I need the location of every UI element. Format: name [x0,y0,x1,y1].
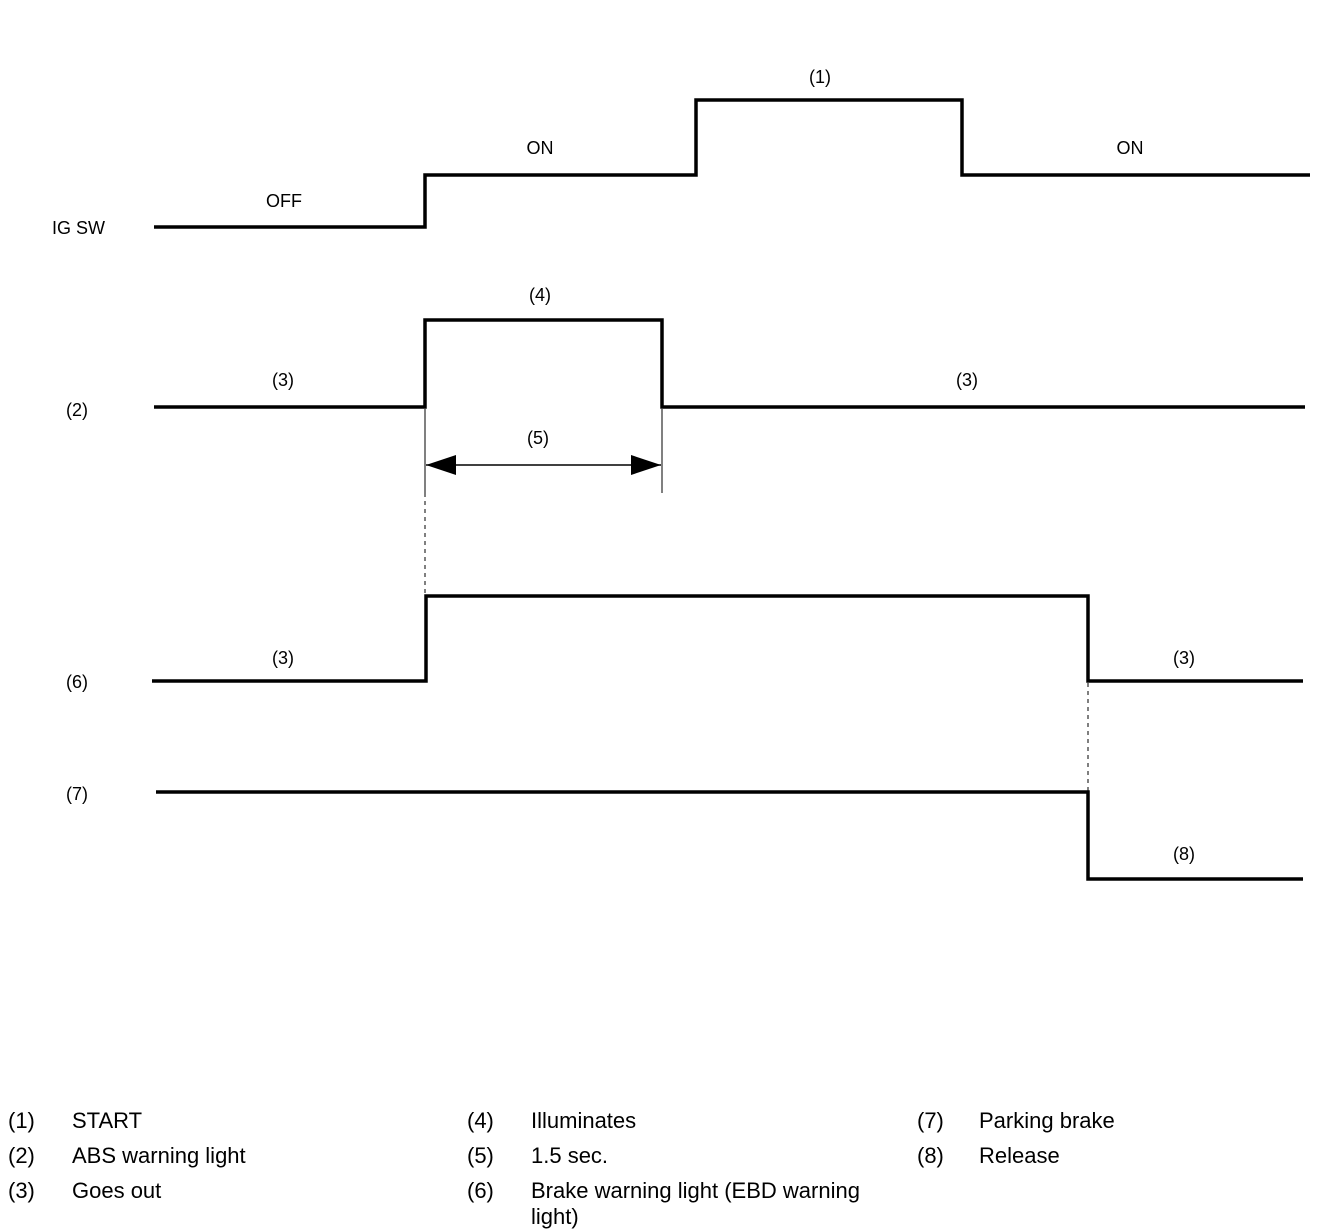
legend-label: 1.5 sec. [531,1143,609,1168]
state-label-parking-release: (8) [1173,844,1195,864]
legend: (1) START (2) ABS warning light (3) Goes… [0,1100,1328,1229]
legend-label: ABS warning light [72,1143,246,1168]
state-label-duration: (5) [527,428,549,448]
legend-number: (5) [467,1143,494,1168]
ig-sw-waveform [154,98,1310,229]
legend-number: (1) [8,1108,35,1133]
legend-number: (6) [467,1178,494,1203]
state-label-ig-on-1: ON [527,138,554,158]
legend-number: (4) [467,1108,494,1133]
state-label-ig-start: (1) [809,67,831,87]
legend-label: Brake warning light (EBD warning light) [531,1178,860,1229]
state-label-brake-goes-out-1: (3) [272,648,294,668]
legend-label: Release [979,1143,1060,1168]
parking-brake-waveform [156,790,1303,881]
legend-label: Parking brake [979,1108,1115,1133]
row-label-brake-light: (6) [66,672,88,692]
legend-number: (8) [917,1143,944,1168]
legend-label: START [72,1108,143,1133]
row-label-abs-light: (2) [66,400,88,420]
legend-label: Goes out [72,1178,162,1203]
legend-number: (7) [917,1108,944,1133]
state-label-ig-on-2: ON [1117,138,1144,158]
state-label-brake-goes-out-2: (3) [1173,648,1195,668]
state-label-ig-off: OFF [266,191,302,211]
legend-number: (2) [8,1143,35,1168]
row-label-ig-sw: IG SW [52,218,105,238]
legend-label: Illuminates [531,1108,637,1133]
state-label-abs-goes-out-2: (3) [956,370,978,390]
abs-warning-light-waveform [154,318,1305,409]
state-label-abs-goes-out-1: (3) [272,370,294,390]
row-label-parking-brake: (7) [66,784,88,804]
timing-diagram: IG SW (2) (6) (7) OFF ON (1) ON (3) (4) … [52,67,1310,881]
brake-warning-light-waveform [152,594,1303,683]
legend-number: (3) [8,1178,35,1203]
state-label-abs-illuminates: (4) [529,285,551,305]
